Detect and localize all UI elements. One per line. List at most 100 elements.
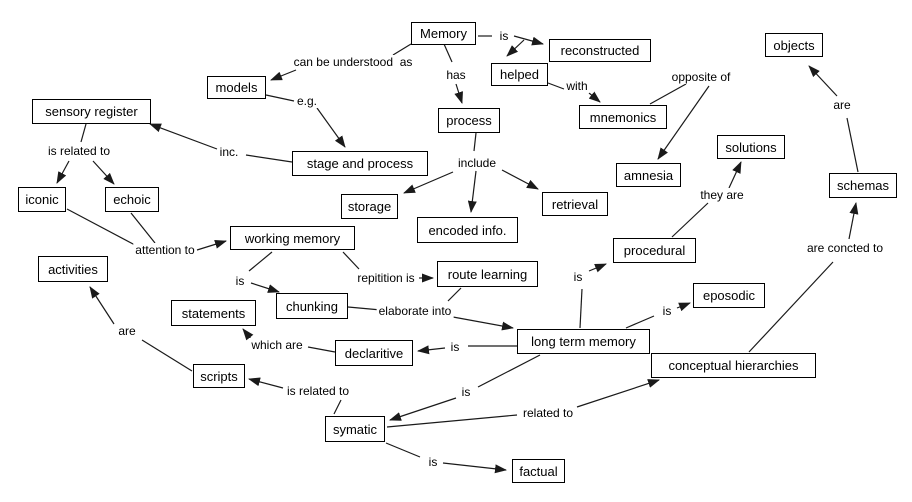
link-label-are1[interactable]: are [831,98,853,112]
edge-process-to-encoded-info [467,170,477,213]
edge-helped-to-mnemonics [588,91,601,103]
concept-node-memory[interactable]: Memory [411,22,476,45]
concept-node-amnesia[interactable]: amnesia [616,163,681,187]
link-label-with[interactable]: with [564,79,590,93]
concept-node-procedural[interactable]: procedural [613,238,696,263]
link-label-concted[interactable]: are concted to [804,241,886,255]
link-label-is1[interactable]: is [497,29,511,43]
concept-node-solutions[interactable]: solutions [717,135,785,159]
edge-models-to-stage-and-process [316,107,346,148]
edge-memory-to-reconstructed [513,35,544,46]
concept-node-iconic[interactable]: iconic [18,187,66,212]
link-label-relatedto[interactable]: related to [520,406,576,420]
edge-memory-to-models [270,69,297,81]
link-label-opposite[interactable]: opposite of [669,70,733,84]
edge-sensory-register-to-echoic [92,160,115,185]
edge-symatic-to-factual [442,462,507,474]
edge-chunking-to-long-term-memory [347,306,382,311]
edge-declaritive-to-statements [307,346,336,353]
link-label-theyare[interactable]: they are [698,188,746,202]
edge-working-memory-to-chunking [248,251,273,272]
edge-long-term-memory-to-eposodic [625,315,655,329]
link-label-is2[interactable]: is [233,274,247,288]
edge-process-to-storage [473,132,477,152]
concept-node-activities[interactable]: activities [38,256,108,282]
concept-node-route-learning[interactable]: route learning [437,261,538,287]
edge-symatic-to-conceptual-hierarchies [576,379,660,408]
edge-procedural-to-solutions [728,161,742,189]
edge-scripts-to-activities [141,339,193,372]
edge-symatic-to-factual [385,442,421,458]
edge-long-term-memory-to-declaritive [417,345,446,355]
concept-node-symatic[interactable]: symatic [325,416,385,442]
edge-long-term-memory-to-procedural [579,288,583,329]
edge-echoic-to-working-memory [196,239,227,251]
concept-node-echoic[interactable]: echoic [105,187,159,212]
concept-node-models[interactable]: models [207,76,266,99]
concept-node-statements[interactable]: statements [171,300,256,326]
edge-mnemonics-to-amnesia [657,85,710,160]
concept-node-reconstructed[interactable]: reconstructed [549,39,651,62]
edge-process-to-retrieval [501,169,539,190]
concept-node-objects[interactable]: objects [765,33,823,57]
edge-long-term-memory-to-procedural [588,263,607,273]
concept-node-long-term-memory[interactable]: long term memory [517,329,650,354]
edge-conceptual-hierarchies-to-schemas [848,202,859,240]
link-label-inc[interactable]: inc. [217,145,241,159]
edge-process-to-storage [403,171,454,194]
link-label-isrel2[interactable]: is related to [284,384,352,398]
concept-node-working-memory[interactable]: working memory [230,226,355,250]
link-label-is7[interactable]: is [426,455,440,469]
link-label-elaborate[interactable]: elaborate into [376,304,454,318]
edge-declaritive-to-statements [242,328,254,341]
link-label-attention[interactable]: attention to [133,243,197,257]
edge-symatic-to-scripts [248,377,284,389]
edge-conceptual-hierarchies-to-schemas [748,261,834,353]
link-label-is6[interactable]: is [459,385,473,399]
link-label-repitition[interactable]: repitition is [355,271,417,285]
edge-sensory-register-to-iconic [80,123,87,143]
concept-node-sensory-register[interactable]: sensory register [32,99,151,124]
concept-node-declaritive[interactable]: declaritive [335,340,413,366]
edge-mnemonics-to-amnesia [649,83,687,105]
concept-node-process[interactable]: process [438,108,500,133]
concept-node-conceptual-hierarchies[interactable]: conceptual hierarchies [651,353,816,378]
link-label-is4[interactable]: is [660,304,674,318]
concept-node-retrieval[interactable]: retrieval [542,192,608,216]
edge-schemas-to-objects [808,65,838,97]
link-label-isrel1[interactable]: is related to [45,144,113,158]
concept-node-stage-and-process[interactable]: stage and process [292,151,428,176]
link-label-is5[interactable]: is [448,340,462,354]
edge-helped-to-mnemonics [547,82,565,90]
edge-memory-to-models [392,43,412,56]
edge-route-learning-to-long-term-memory [452,316,514,331]
edge-symatic-to-conceptual-hierarchies [386,414,518,428]
edge-long-term-memory-to-symatic [389,397,457,421]
concept-node-scripts[interactable]: scripts [193,364,245,388]
concept-node-helped[interactable]: helped [491,63,548,86]
edge-memory-to-helped [506,39,525,57]
edge-schemas-to-objects [846,117,859,173]
concept-node-storage[interactable]: storage [341,194,398,219]
concept-node-mnemonics[interactable]: mnemonics [579,105,667,129]
concept-node-encoded-info[interactable]: encoded info. [417,217,518,243]
edge-models-to-stage-and-process [265,94,295,102]
link-label-eg[interactable]: e.g. [294,94,320,108]
link-label-are2[interactable]: are [116,324,138,338]
concept-node-eposodic[interactable]: eposodic [693,283,765,308]
concept-node-chunking[interactable]: chunking [276,293,348,319]
edge-stage-and-process-to-sensory-register [149,123,218,150]
link-label-whichare[interactable]: which are [249,338,305,352]
link-label-has[interactable]: has [444,68,468,82]
edge-sensory-register-to-iconic [56,160,70,184]
link-label-is3[interactable]: is [571,270,585,284]
edge-memory-to-process [443,43,453,63]
concept-node-factual[interactable]: factual [512,459,565,483]
edge-stage-and-process-to-sensory-register [245,154,293,163]
edge-long-term-memory-to-symatic [477,354,541,388]
link-label-include[interactable]: include [455,156,499,170]
link-label-can[interactable]: can be understood as [291,55,415,69]
concept-node-schemas[interactable]: schemas [829,173,897,198]
